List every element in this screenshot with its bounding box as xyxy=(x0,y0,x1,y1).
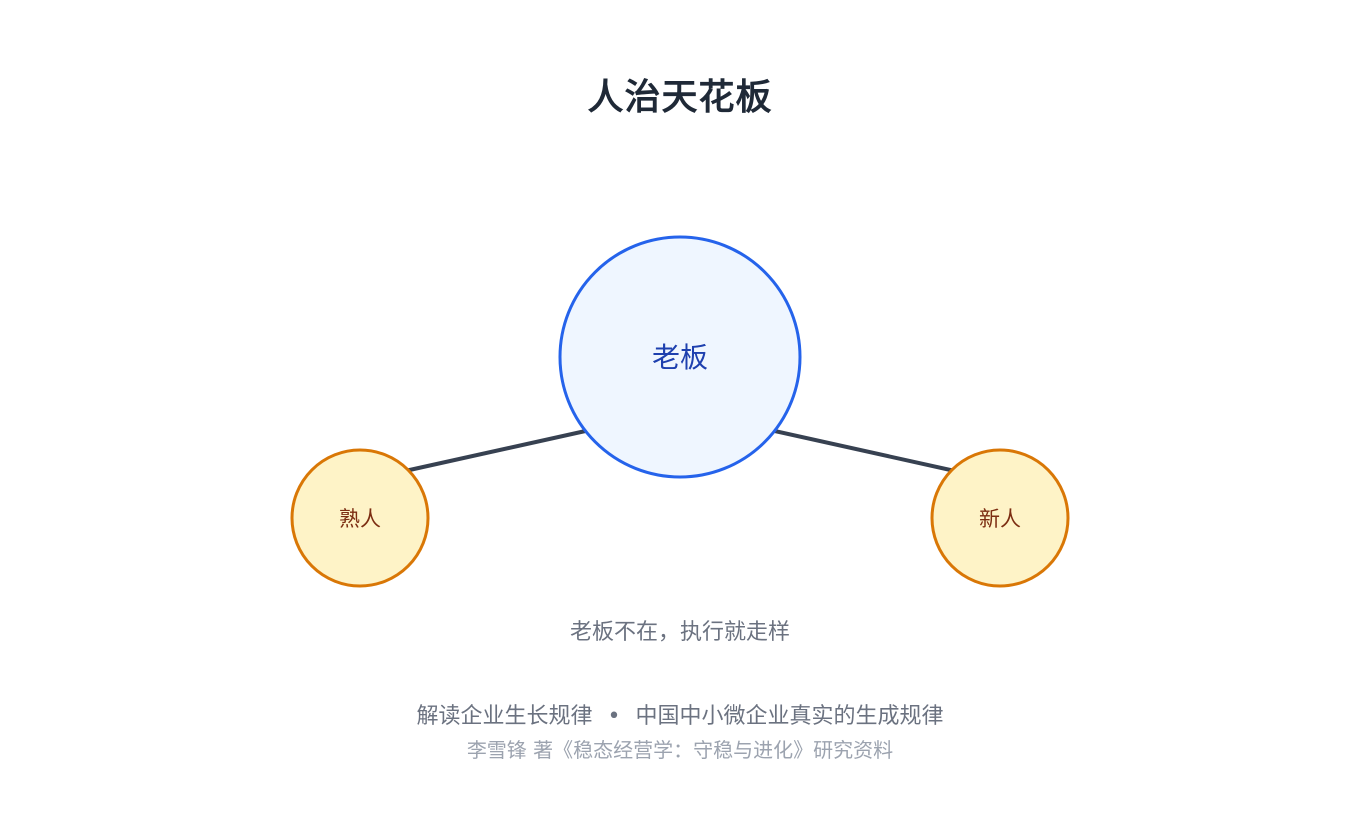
edge-boss-newcomer xyxy=(760,426,965,475)
acquaintance-label: 熟人 xyxy=(339,507,381,531)
acquaintance-circle xyxy=(290,448,430,588)
footer-separator: • xyxy=(607,704,621,729)
newcomer-circle xyxy=(930,448,1070,588)
newcomer-label: 新人 xyxy=(979,507,1021,531)
footer-tagline-right: 中国中小微企业真实的生成规律 xyxy=(635,704,944,729)
edge-boss-acquaintance xyxy=(395,426,600,475)
boss-circle xyxy=(558,235,802,479)
boss-node: 老板 xyxy=(558,235,802,479)
diagram-title: 人治天花板 xyxy=(587,77,773,118)
acquaintance-node: 熟人 xyxy=(290,448,430,588)
footer-tagline-left: 解读企业生长规律 xyxy=(416,704,593,729)
newcomer-node: 新人 xyxy=(930,448,1070,588)
footer-credit: 李雪锋 著《稳态经营学：守稳与进化》研究资料 xyxy=(466,738,894,762)
diagram-caption: 老板不在，执行就走样 xyxy=(569,620,790,645)
footer-tagline: 解读企业生长规律 • 中国中小微企业真实的生成规律 xyxy=(0,698,1360,730)
boss-label: 老板 xyxy=(652,341,708,374)
